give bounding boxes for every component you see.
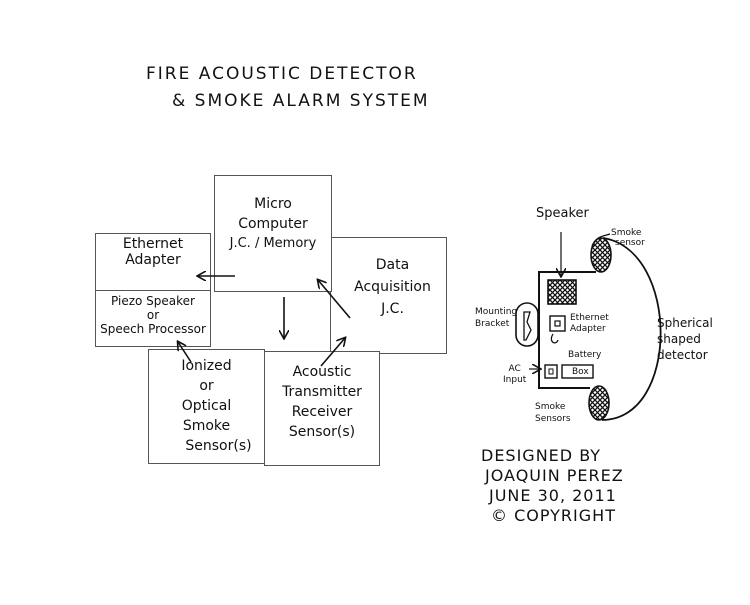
ethernet-port-icon <box>549 315 566 332</box>
speaker-grille-icon <box>547 279 577 305</box>
ac-input-label: AC Input <box>503 364 526 386</box>
credits-designed-by: DESIGNED BY <box>481 446 602 465</box>
smoke-sensor-bottom-label-1: Smoke <box>535 402 566 412</box>
arrow-acoustic-to-data <box>320 338 345 367</box>
title-line-2: & SMOKE ALARM SYSTEM <box>172 91 430 111</box>
credits-author: JOAQUIN PEREZ <box>485 466 624 485</box>
smoke-sensor-bottom-label-2: Sensors <box>535 414 571 424</box>
data-acquisition-label-3: J.C. <box>381 301 404 317</box>
smoke-sensor-label-4: Smoke <box>182 418 231 434</box>
acoustic-sensor-label-2: Transmitter <box>282 384 362 400</box>
ethernet-adapter-sketch-label-2: Adapter <box>570 324 606 334</box>
smoke-sensor-bottom-icon <box>588 385 610 421</box>
credits-copyright: © COPYRIGHT <box>491 506 616 525</box>
acoustic-sensor-box: Acoustic Transmitter Receiver Sensor(s) <box>264 351 380 466</box>
micro-computer-label-2: Computer <box>238 216 308 232</box>
mounting-bracket-label-1: Mounting <box>475 307 518 317</box>
title-line-1: FIRE ACOUSTIC DETECTOR <box>146 64 418 84</box>
acoustic-sensor-label-4: Sensor(s) <box>288 424 356 440</box>
battery-box-label: Box <box>572 367 589 377</box>
battery-label: Battery <box>568 350 602 360</box>
ac-input-label-2: Input <box>503 375 527 385</box>
smoke-sensor-label-1: Ionized <box>181 358 232 374</box>
ethernet-adapter-sketch-label: Ethernet Adapter <box>570 313 609 335</box>
ethernet-adapter-sketch-label-1: Ethernet <box>570 313 609 323</box>
arrow-smoke-to-piezo <box>178 342 192 363</box>
smoke-sensor-box: Ionized or Optical Smoke Sensor(s) <box>148 349 265 464</box>
piezo-speaker-label-2: or <box>146 308 160 322</box>
spherical-detector-label: Spherical shaped detector <box>657 315 713 363</box>
arrow-data-to-micro <box>318 280 351 319</box>
ac-input-icon <box>544 364 558 379</box>
acoustic-sensor-label-1: Acoustic <box>292 364 352 380</box>
smoke-sensor-top-icon <box>590 237 612 273</box>
micro-computer-box: Micro Computer J.C. / Memory <box>214 175 332 292</box>
data-acquisition-label-1: Data <box>375 257 410 273</box>
acoustic-sensor-label-3: Receiver <box>291 404 353 420</box>
micro-computer-label-3: J.C. / Memory <box>229 236 317 251</box>
piezo-speaker-label-1: Piezo Speaker <box>111 294 195 308</box>
ac-input-label-1: AC <box>508 364 521 374</box>
spherical-detector-label-1: Spherical <box>657 316 713 330</box>
smoke-sensor-top-label: Smoke sensor <box>611 228 645 248</box>
mounting-bracket-icon <box>515 302 539 347</box>
device-body <box>538 271 596 389</box>
credits-date: JUNE 30, 2011 <box>489 486 617 505</box>
spherical-shell <box>601 237 662 421</box>
spherical-detector-label-3: detector <box>657 348 708 362</box>
mounting-bracket-label-2: Bracket <box>475 319 510 329</box>
ethernet-adapter-label-2: Adapter <box>125 252 181 268</box>
smoke-sensor-bottom-label: Smoke Sensors <box>535 401 571 425</box>
mounting-bracket-label: Mounting Bracket <box>475 306 517 330</box>
smoke-sensor-top-label-1: Smoke <box>611 228 642 238</box>
smoke-sensor-label-3: Optical <box>181 398 232 414</box>
smoke-sensor-top-label-2: sensor <box>615 238 645 248</box>
smoke-sensor-label-2: or <box>199 378 214 394</box>
smoke-sensor-label-5: Sensor(s) <box>185 438 252 454</box>
device-sketch <box>515 232 662 421</box>
micro-computer-label-1: Micro <box>254 196 292 212</box>
spherical-detector-label-2: shaped <box>657 332 701 346</box>
piezo-speaker-label-3: Speech Processor <box>100 322 206 336</box>
battery-box-icon <box>561 364 594 379</box>
credits: DESIGNED BY JOAQUIN PEREZ JUNE 30, 2011 … <box>481 446 624 526</box>
data-acquisition-label-2: Acquisition <box>354 279 431 295</box>
ethernet-adapter-label-1: Ethernet <box>122 236 184 252</box>
ethernet-adapter-box: Ethernet Adapter <box>95 233 211 292</box>
piezo-speaker-box: Piezo Speaker or Speech Processor <box>95 290 211 347</box>
speaker-label: Speaker <box>536 206 589 221</box>
